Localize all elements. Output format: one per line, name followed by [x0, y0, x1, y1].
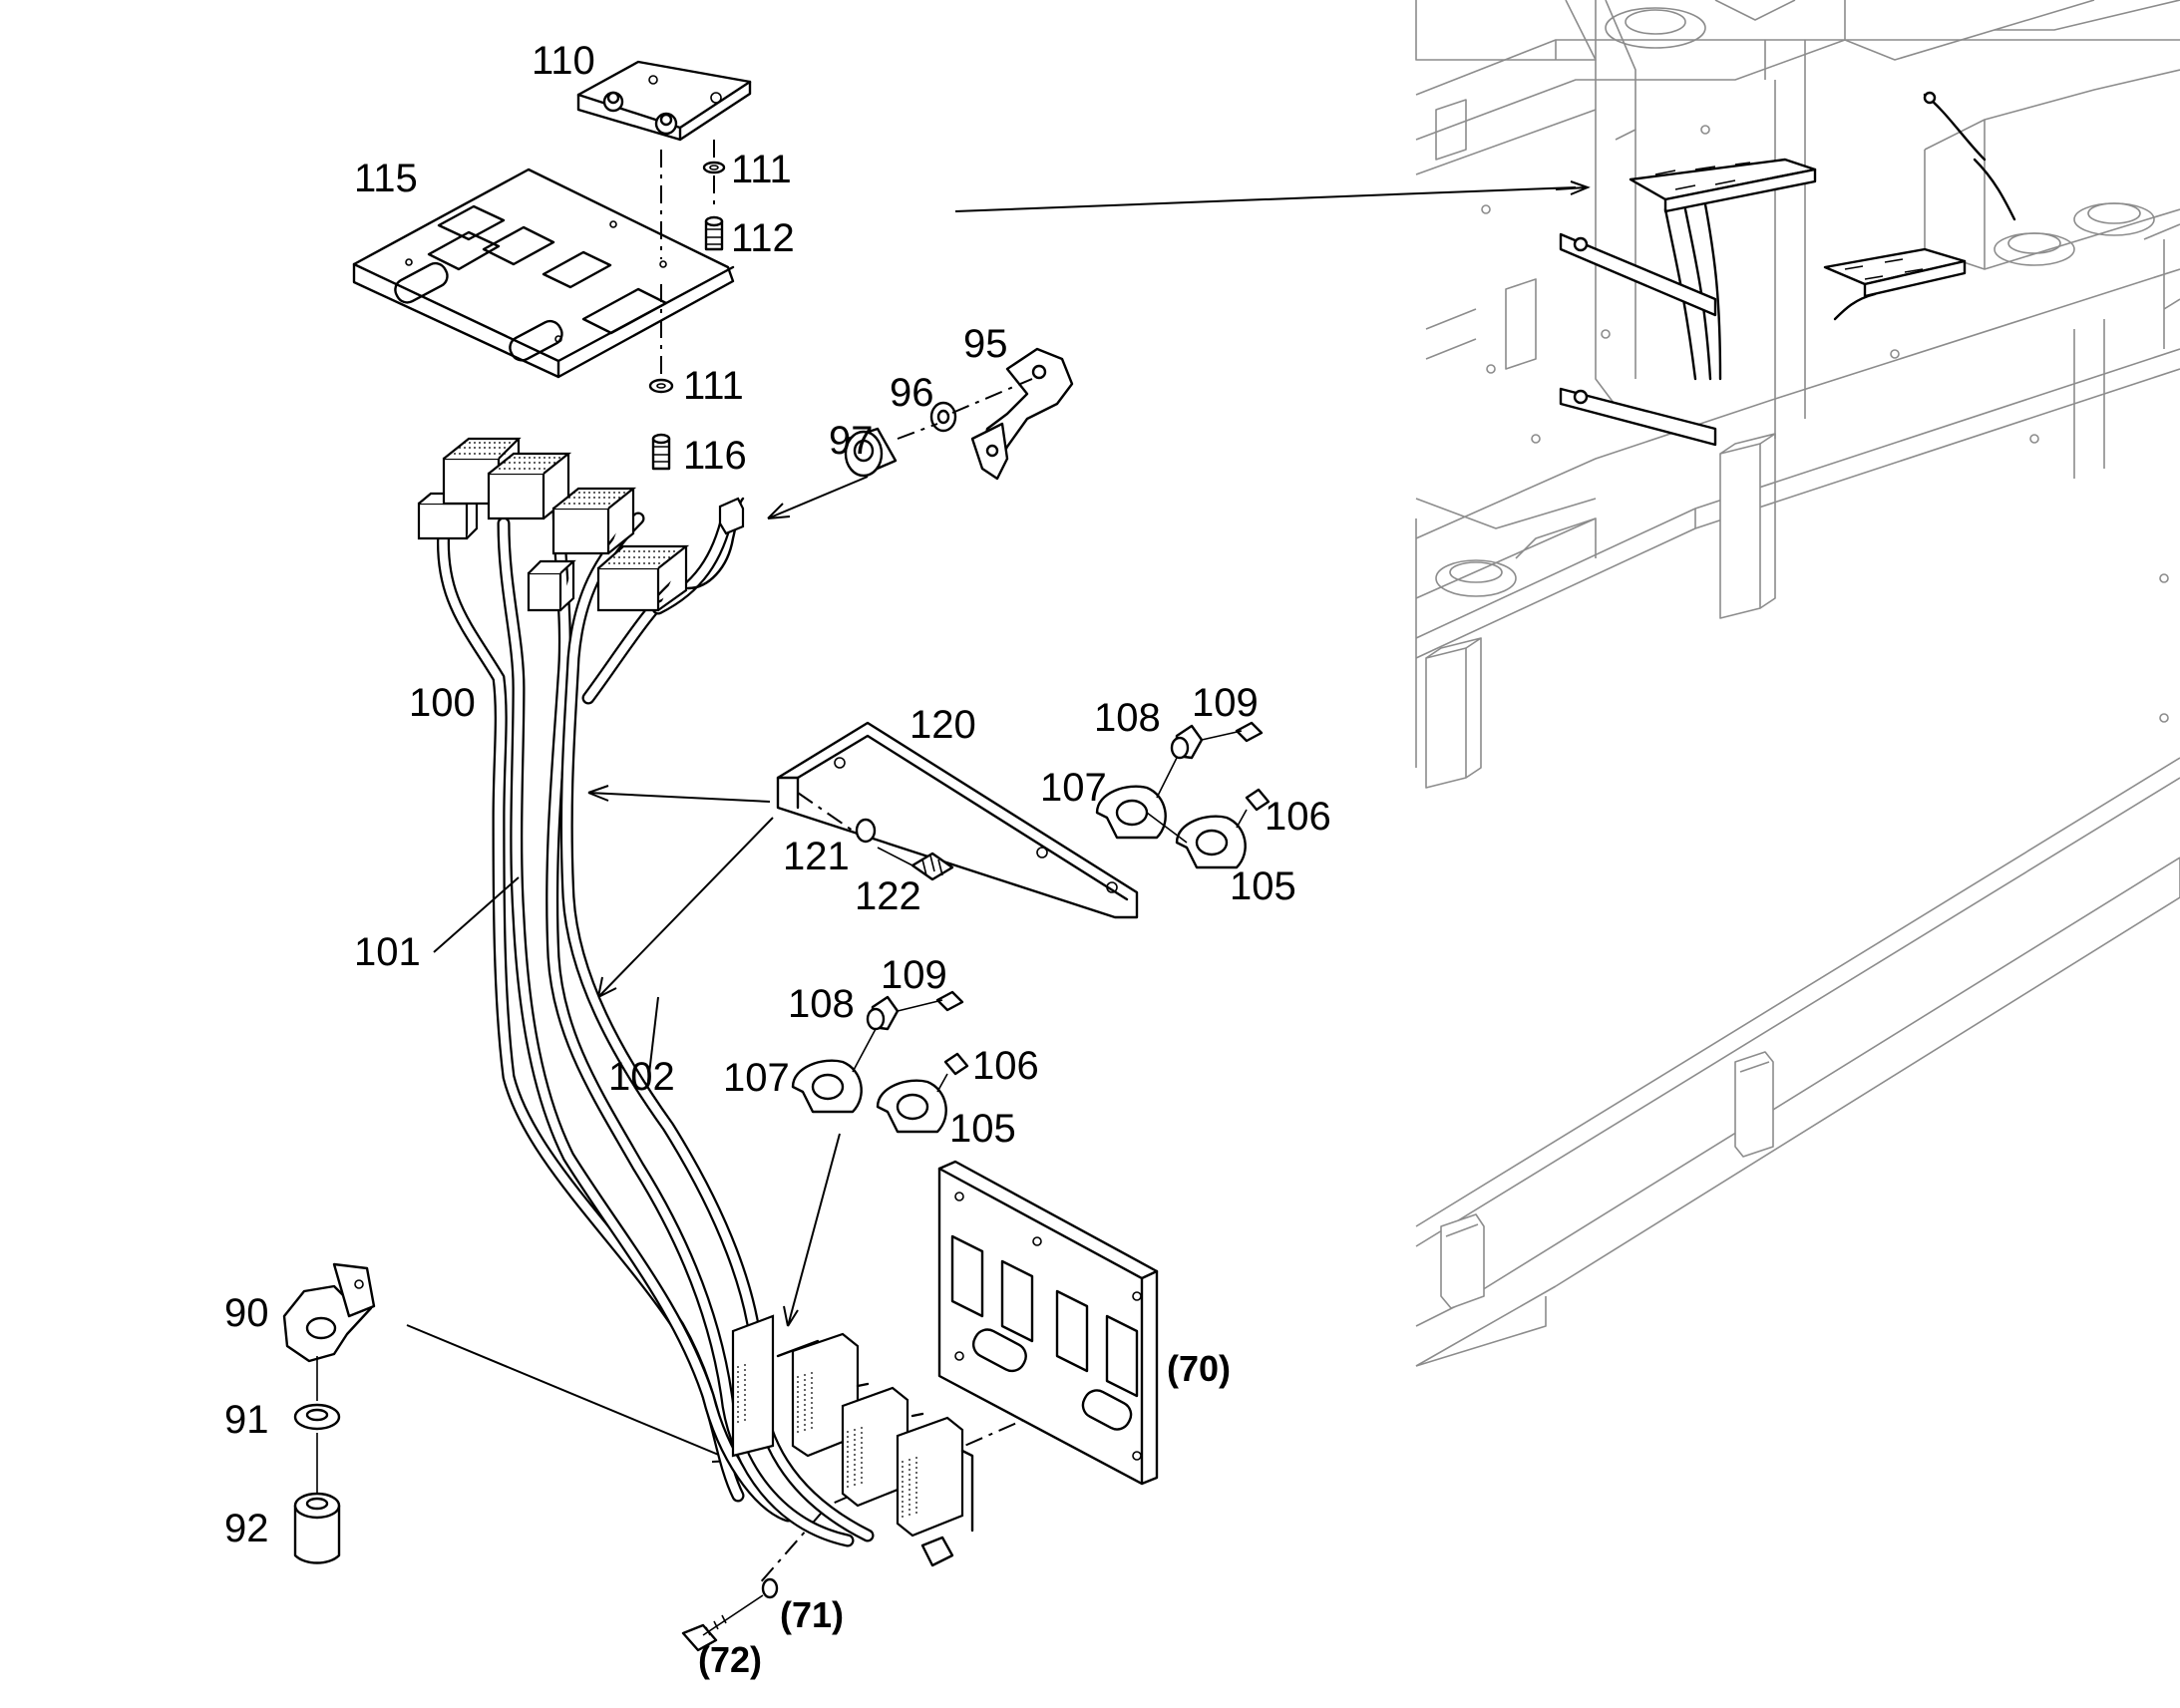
- callout-102: 102: [608, 1055, 675, 1099]
- callout-122: 122: [855, 874, 921, 918]
- callout-92: 92: [224, 1507, 269, 1550]
- callout-120: 120: [909, 703, 976, 747]
- callout-100: 100: [409, 681, 476, 725]
- callout-106-upper: 106: [1265, 795, 1331, 839]
- callout-116: 116: [683, 434, 747, 478]
- bracket-120: [776, 721, 1139, 919]
- callout-121: 121: [783, 835, 850, 878]
- callout-111-lower: 111: [683, 364, 744, 408]
- callout-110: 110: [532, 39, 595, 83]
- callout-96: 96: [890, 371, 934, 415]
- callout-97: 97: [829, 419, 874, 463]
- ground-terminal-90-91-92: [282, 1262, 376, 1564]
- cover-plate-110: [576, 60, 752, 142]
- callout-106-lower: 106: [972, 1044, 1039, 1088]
- mounting-plate-115: [352, 168, 735, 379]
- harness-connectors-top: [417, 437, 745, 612]
- ground-clip-95-96-97: [844, 347, 1074, 481]
- callout-111-upper: 111: [731, 148, 792, 191]
- clamp-set-lower: [791, 990, 969, 1134]
- callout-105-upper: 105: [1230, 864, 1296, 908]
- callout-107-lower: 107: [723, 1056, 790, 1100]
- callout-91: 91: [224, 1398, 269, 1442]
- callout-109-lower: 109: [881, 953, 947, 997]
- callout-108-upper: 108: [1094, 696, 1161, 740]
- chassis-context-view: [1415, 0, 2180, 1367]
- callout-107-upper: 107: [1040, 766, 1107, 810]
- callout-108-lower: 108: [788, 982, 855, 1026]
- clamp-set-upper: [1095, 721, 1271, 869]
- callout-105-lower: 105: [949, 1107, 1016, 1151]
- fasteners-111-112-116: [648, 140, 726, 471]
- callout-72: (72): [698, 1639, 762, 1680]
- callout-115: 115: [354, 157, 418, 200]
- callout-90: 90: [224, 1291, 269, 1335]
- screw-washer-71-72: [681, 1577, 779, 1652]
- callout-112: 112: [731, 216, 795, 260]
- connector-panel-70: [937, 1160, 1159, 1486]
- callout-101: 101: [354, 930, 421, 974]
- callout-70: (70): [1167, 1348, 1231, 1389]
- installed-harness-context: [1559, 91, 2016, 447]
- callout-95: 95: [963, 322, 1008, 366]
- harness-connectors-bottom: [731, 1314, 974, 1567]
- callout-71: (71): [780, 1594, 844, 1635]
- callout-labels: 110 115 111 112 111 116 95 96 97 100 120…: [224, 39, 1331, 1680]
- callout-109-upper: 109: [1192, 681, 1259, 725]
